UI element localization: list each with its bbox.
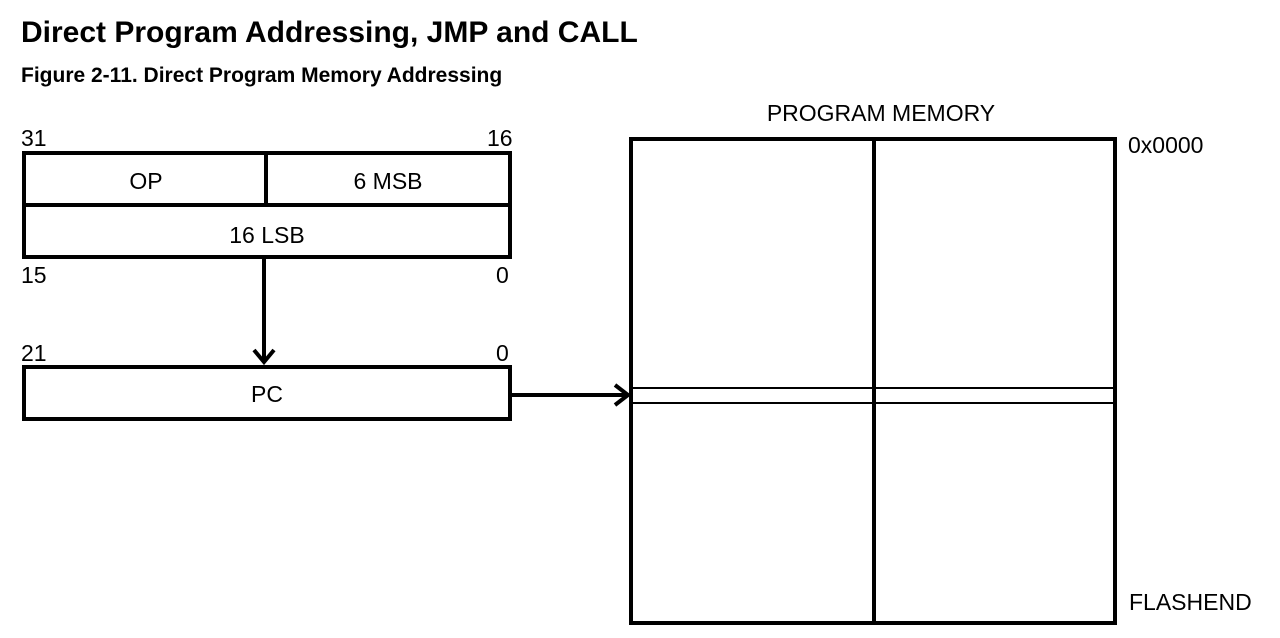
- instruction-word: [22, 151, 512, 259]
- pc-register-box: [22, 365, 512, 421]
- bit-label-31: 31: [21, 125, 47, 151]
- instruction-to-pc-arrow: [252, 259, 276, 366]
- section-title: Direct Program Addressing, JMP and CALL: [21, 16, 638, 49]
- program-memory-title: PROGRAM MEMORY: [766, 100, 996, 126]
- lsb-field: 16 LSB: [229, 222, 305, 248]
- figure-caption: Figure 2-11. Direct Program Memory Addre…: [21, 64, 503, 87]
- pc-label: PC: [251, 381, 283, 407]
- end-address-label: FLASHEND: [1129, 589, 1252, 615]
- msb-field: 6 MSB: [353, 168, 423, 194]
- bit-label-21: 21: [21, 340, 47, 366]
- op-field: OP: [129, 168, 163, 194]
- start-address-label: 0x0000: [1128, 132, 1204, 158]
- bit-label-16: 16: [487, 125, 513, 151]
- bit-label-15: 15: [21, 262, 47, 288]
- bit-label-0-instruction: 0: [496, 262, 509, 288]
- program-memory: [629, 137, 1117, 625]
- pc-to-memory-arrow: [511, 383, 632, 407]
- bit-label-0-pc: 0: [496, 340, 509, 366]
